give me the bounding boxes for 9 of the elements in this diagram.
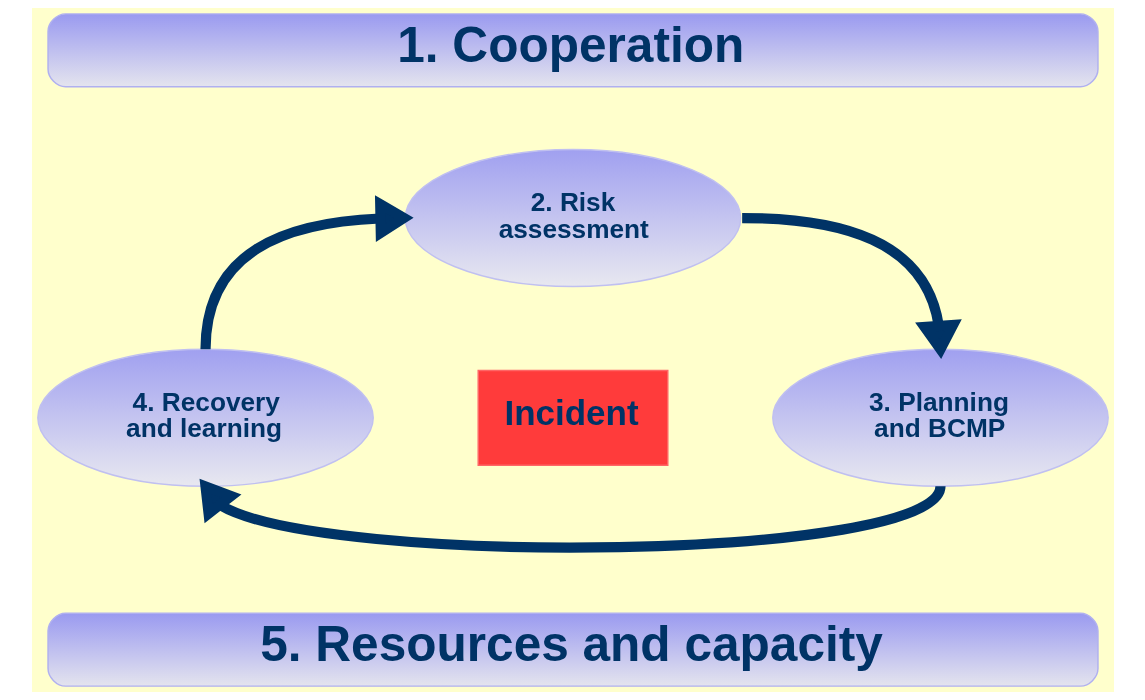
node-box: Incident [477, 369, 668, 466]
node-ellipse: 3. Planning and BCMP [771, 348, 1109, 488]
arrow [741, 212, 962, 359]
node-box: 1. Cooperation [46, 13, 1099, 88]
node-box: 5. Resources and capacity [46, 612, 1099, 687]
arrow [199, 478, 945, 553]
node-ellipse: 2. Risk assessment [404, 148, 741, 288]
node-ellipse: 4. Recovery and learning [36, 348, 374, 488]
arrow [199, 195, 414, 350]
